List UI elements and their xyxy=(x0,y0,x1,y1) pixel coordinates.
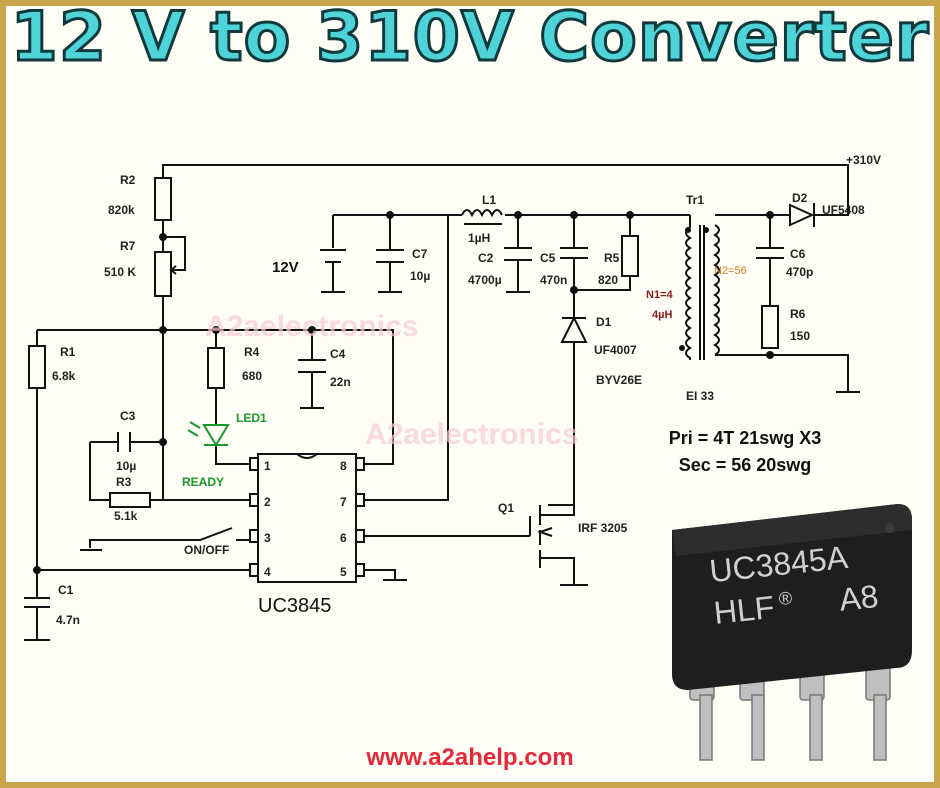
n1-label: N1=4 xyxy=(646,289,673,301)
c6-value: 470p xyxy=(786,265,813,279)
page-title: 12 V to 310V Converter xyxy=(9,0,930,79)
r4-resistor xyxy=(207,347,225,389)
footer-link[interactable]: www.a2ahelp.com xyxy=(366,744,574,771)
watermark: A2aelectronics xyxy=(365,418,579,451)
r1-label: R1 xyxy=(60,345,76,359)
pin4: 4 xyxy=(264,565,271,579)
c5-value: 470n xyxy=(540,273,567,287)
l1-value: 1µH xyxy=(468,231,490,245)
ic-label: UC3845 xyxy=(258,595,331,617)
r5-value: 820 xyxy=(598,273,618,287)
pin2: 2 xyxy=(264,495,271,509)
secondary-spec: Sec = 56 20swg xyxy=(678,455,812,475)
r2-resistor xyxy=(154,177,172,221)
r1-value: 6.8k xyxy=(52,369,76,383)
pin7: 7 xyxy=(340,495,347,509)
pin6: 6 xyxy=(340,531,347,545)
r7-label: R7 xyxy=(120,239,136,253)
onoff-label: ON/OFF xyxy=(184,543,229,557)
q1-value: IRF 3205 xyxy=(578,521,628,535)
r2-label: R2 xyxy=(120,173,136,187)
tr1-label: Tr1 xyxy=(686,193,704,207)
ready-label: READY xyxy=(182,475,224,489)
pin3: 3 xyxy=(264,531,271,545)
c2-value: 4700µ xyxy=(468,273,502,287)
r6-value: 150 xyxy=(790,329,810,343)
vin-label: 12V xyxy=(272,259,299,276)
c6-label: C6 xyxy=(790,247,806,261)
c7-value: 10µ xyxy=(410,269,430,283)
c7-label: C7 xyxy=(412,247,428,261)
pin8: 8 xyxy=(340,459,347,473)
c4-label: C4 xyxy=(330,347,346,361)
watermark: A2aelectronics xyxy=(205,310,419,343)
out-label: +310V xyxy=(846,153,881,167)
r1-resistor xyxy=(28,345,46,389)
pin1: 1 xyxy=(264,459,271,473)
pin5: 5 xyxy=(340,565,347,579)
d1-label: D1 xyxy=(596,315,612,329)
led-icon xyxy=(187,421,230,447)
primary-spec: Pri = 4T 21swg X3 xyxy=(668,428,822,448)
n1-value: 4µH xyxy=(652,309,672,321)
r3-value: 5.1k xyxy=(114,509,138,523)
ei-label: EI 33 xyxy=(686,389,714,403)
ic-body xyxy=(257,453,357,583)
d1-value: UF4007 xyxy=(594,343,637,357)
d2-value: UF5408 xyxy=(822,203,865,217)
r7-value: 510 K xyxy=(104,265,136,279)
led-label: LED1 xyxy=(236,411,267,425)
r3-resistor xyxy=(109,492,151,508)
chip-text-registered: ® xyxy=(778,588,793,609)
chip-text-2: HLF xyxy=(712,589,776,631)
chip-text-3: A8 xyxy=(837,578,880,618)
r6-label: R6 xyxy=(790,307,806,321)
c3-value: 10µ xyxy=(116,459,136,473)
byv-label: BYV26E xyxy=(596,373,642,387)
r4-label: R4 xyxy=(244,345,260,359)
r3-label: R3 xyxy=(116,475,132,489)
d2-label: D2 xyxy=(792,191,808,205)
r6-resistor xyxy=(761,305,779,349)
c3-label: C3 xyxy=(120,409,136,423)
c4-value: 22n xyxy=(330,375,351,389)
r4-value: 680 xyxy=(242,369,262,383)
c5-label: C5 xyxy=(540,251,556,265)
r5-label: R5 xyxy=(604,251,620,265)
c2-label: C2 xyxy=(478,251,494,265)
c1-label: C1 xyxy=(58,583,74,597)
r5-resistor xyxy=(621,235,639,277)
l1-label: L1 xyxy=(482,193,496,207)
q1-label: Q1 xyxy=(498,501,514,515)
r2-value: 820k xyxy=(108,203,135,217)
c1-value: 4.7n xyxy=(56,613,80,627)
chip-photo: UC3845A HLF ® A8 xyxy=(672,504,912,761)
n2-label: N2=56 xyxy=(714,265,747,277)
r7-pot xyxy=(154,251,172,297)
